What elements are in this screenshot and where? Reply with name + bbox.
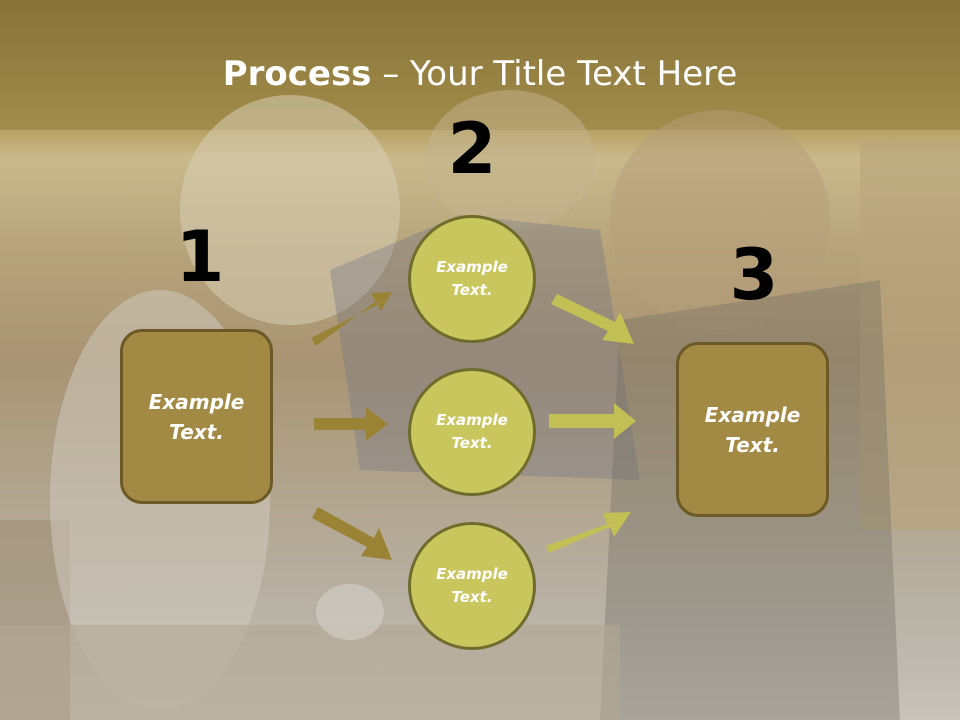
circle-top-label: Example Text. (436, 258, 508, 299)
arrow-to-bottom-circle (312, 507, 392, 560)
left-box: Example Text. (120, 329, 273, 504)
right-box-label: Example Text. (704, 402, 801, 457)
circle-middle-label: Example Text. (436, 411, 508, 452)
arrow-to-top-circle (311, 292, 392, 346)
circle-middle: Example Text. (408, 368, 536, 496)
title-bold: Process (222, 54, 372, 94)
right-box: Example Text. (676, 342, 829, 517)
arrow-from-bottom-circle (546, 512, 631, 553)
arrow-from-top-circle (551, 294, 634, 344)
circle-bottom-label: Example Text. (436, 565, 508, 606)
circle-top: Example Text. (408, 215, 536, 343)
circle-bottom: Example Text. (408, 522, 536, 650)
arrow-to-middle-circle (314, 407, 388, 441)
slide-title: Process – Your Title Text Here (0, 52, 960, 96)
step-number-3: 3 (729, 234, 779, 316)
arrow-from-middle-circle (549, 403, 636, 439)
step-number-1: 1 (175, 216, 225, 298)
step-number-2: 2 (447, 108, 497, 190)
left-box-label: Example Text. (148, 389, 245, 444)
title-rest: – Your Title Text Here (371, 54, 738, 94)
